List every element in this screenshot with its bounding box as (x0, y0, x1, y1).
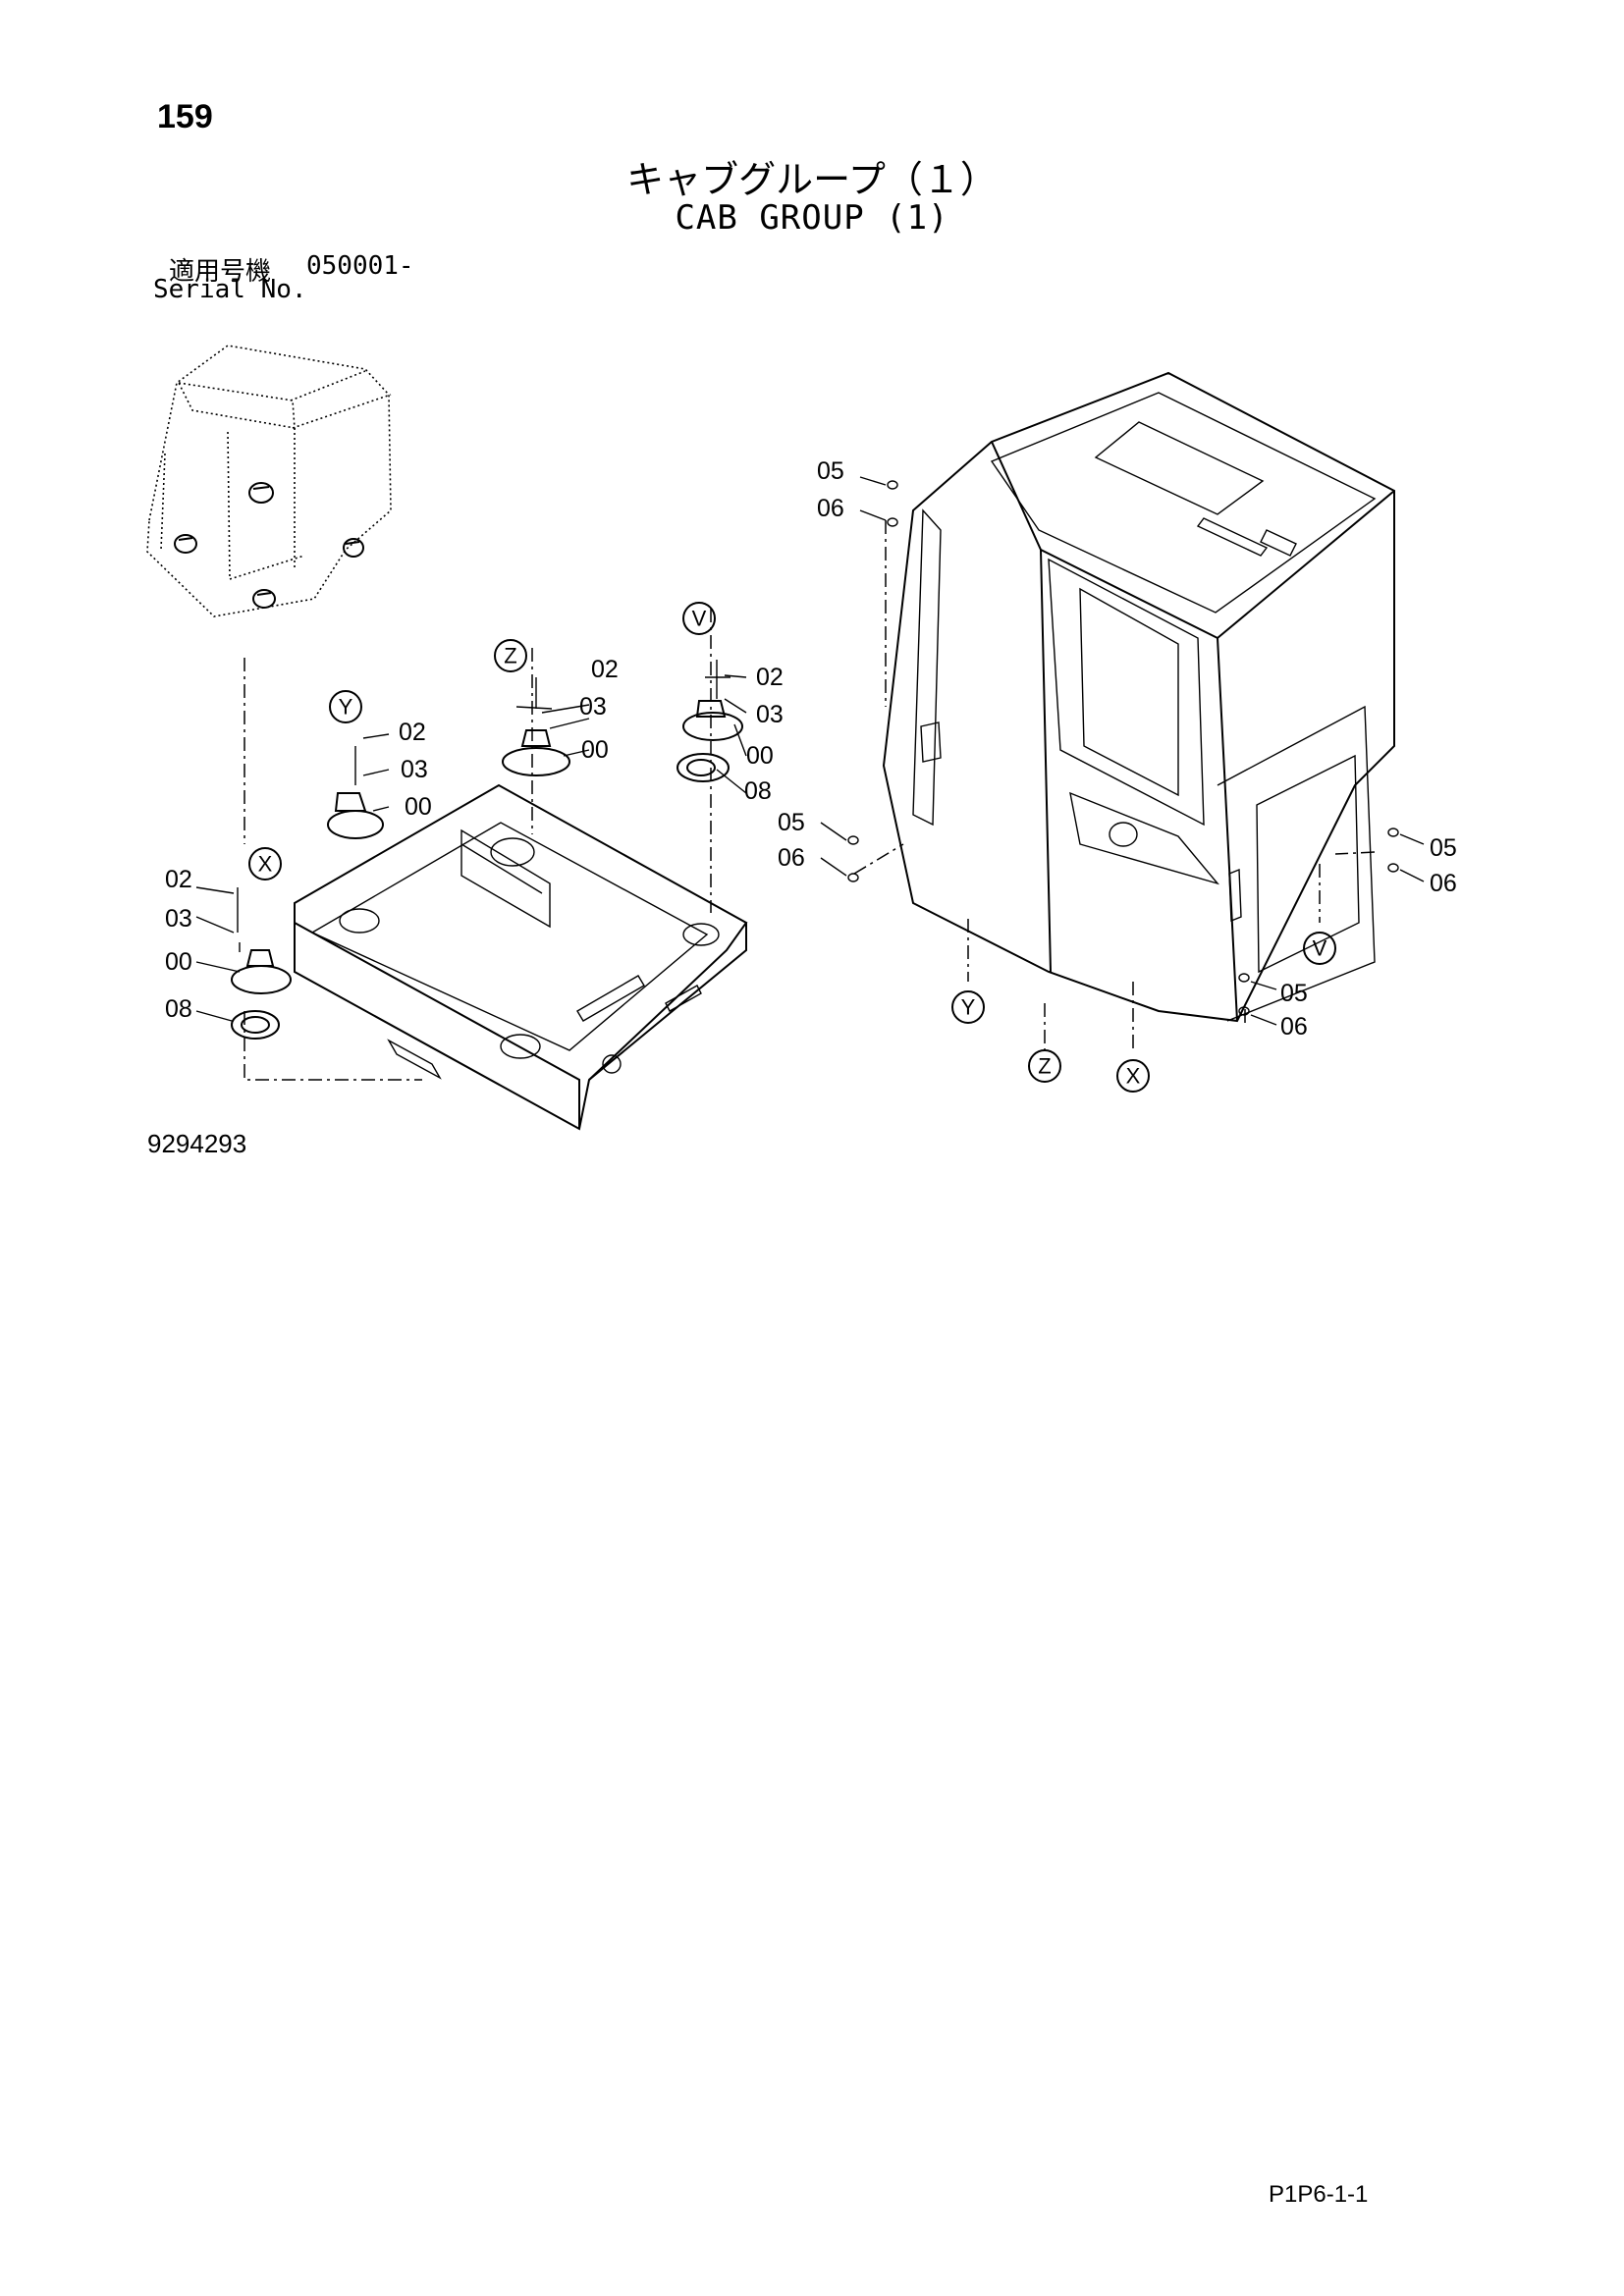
callout-label: 02 (165, 866, 192, 893)
cab-bolt-groups (820, 476, 1425, 1026)
ref-circle-marker: V (1303, 932, 1336, 965)
cab-body (882, 371, 1395, 1023)
callout-label: 00 (581, 736, 609, 764)
callout-label: 08 (165, 995, 192, 1023)
cab-base-frame (294, 783, 748, 1131)
callout-label: 02 (756, 664, 784, 691)
ref-circle-marker: Z (494, 639, 527, 672)
ref-circle-marker: X (248, 847, 282, 881)
cab-overview-inset (146, 345, 392, 617)
callout-label: 06 (778, 844, 805, 872)
callout-label: 06 (817, 495, 844, 522)
callout-label: 03 (165, 905, 192, 933)
title-english: CAB GROUP (1) (675, 198, 949, 238)
callout-label: 05 (817, 457, 844, 485)
callout-label: 00 (746, 742, 774, 770)
callout-label: 05 (1280, 980, 1308, 1007)
ref-circle (248, 847, 282, 881)
ref-circle-letter: Y (339, 695, 353, 720)
mount-assembly-z (502, 677, 590, 776)
ref-circle-marker: Y (951, 990, 985, 1024)
serial-label-japanese: 適用号機 (169, 257, 272, 287)
reference-markers: V Z Y X V Y Z X (248, 602, 1336, 1093)
ref-circle-letter: Y (961, 995, 976, 1020)
callout-labels: 02 03 00 02 03 00 08 02 03 00 02 03 00 0… (165, 457, 1457, 1041)
ref-circle-marker: Y (329, 690, 362, 723)
title-japanese: キャブグループ（１） (626, 158, 998, 201)
ref-circle (682, 602, 716, 635)
mount-assembly-v (677, 660, 747, 794)
ref-circle-marker: Z (1028, 1049, 1061, 1083)
ref-circle-letter: X (1126, 1064, 1141, 1089)
page-reference: P1P6-1-1 (1269, 2181, 1369, 2208)
callout-label: 03 (579, 693, 607, 721)
callout-label: 05 (778, 809, 805, 836)
ref-circle (494, 639, 527, 672)
callout-label: 02 (399, 719, 426, 746)
ref-circle (951, 990, 985, 1024)
ref-circle (1303, 932, 1336, 965)
ref-circle-letter: X (258, 852, 273, 877)
ref-circle-letter: Z (1038, 1054, 1051, 1079)
assembly-centerlines (244, 520, 1376, 1081)
callout-label: 03 (756, 701, 784, 728)
ref-circle-letter: Z (504, 644, 516, 668)
diagram-code: 9294293 (147, 1129, 247, 1158)
ref-circle-letter: V (692, 607, 707, 631)
callout-label: 00 (165, 948, 192, 976)
ref-circle-letter: V (1313, 936, 1327, 961)
mount-assembly-x (195, 886, 293, 1040)
mount-assembly-y (327, 733, 390, 839)
page-number: 159 (157, 98, 213, 135)
callout-label: 06 (1280, 1013, 1308, 1041)
callout-label: 03 (401, 756, 428, 783)
callout-label: 08 (744, 777, 772, 805)
callout-label: 05 (1430, 834, 1457, 862)
ref-circle (1028, 1049, 1061, 1083)
ref-circle (329, 690, 362, 723)
serial-number-range: 050001- (306, 251, 414, 281)
callout-label: 00 (405, 793, 432, 821)
serial-label-english: Serial No. (153, 275, 307, 304)
callout-label: 02 (591, 656, 619, 683)
ref-circle-marker: V (682, 602, 716, 635)
ref-circle (1116, 1059, 1150, 1093)
callout-label: 06 (1430, 870, 1457, 897)
ref-circle-marker: X (1116, 1059, 1150, 1093)
